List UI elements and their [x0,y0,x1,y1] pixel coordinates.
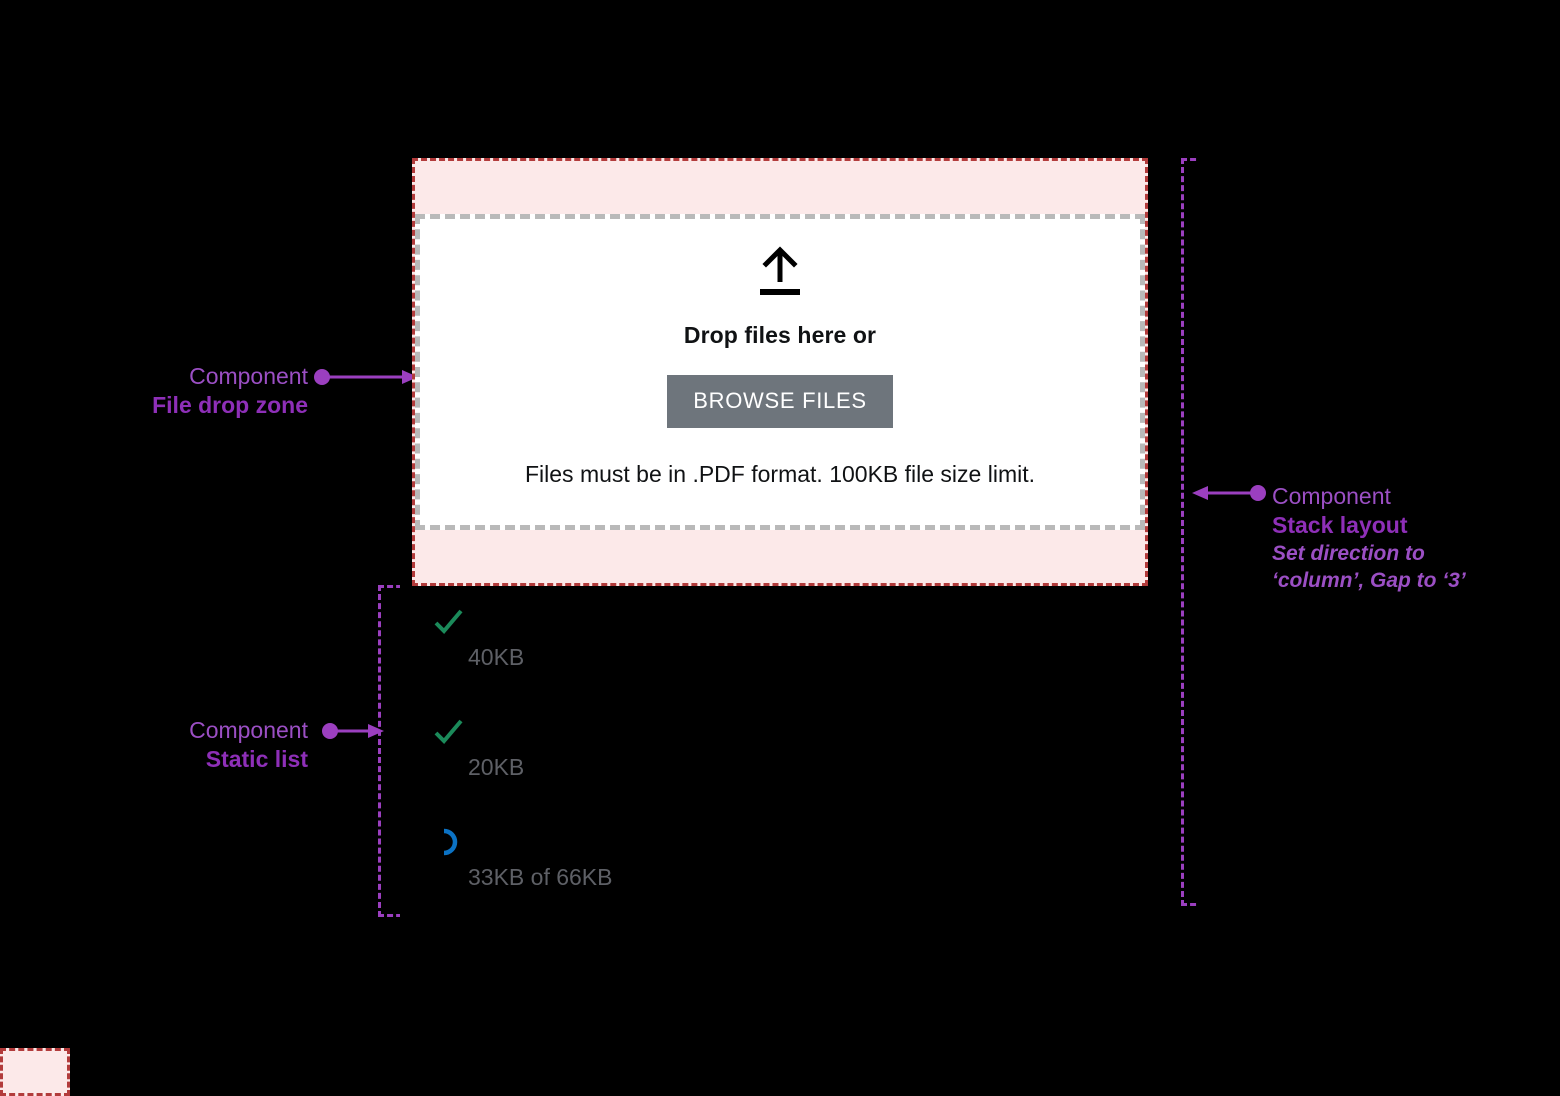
annotation-kicker: Component [189,363,308,389]
annotation-file-drop-zone: Component File drop zone [60,362,308,421]
list-item-file-meta: 40KB [468,644,525,670]
annotation-kicker: Component [189,717,308,743]
annotation-title: File drop zone [152,392,308,419]
list-item-file-meta: 20KB [468,754,525,780]
annotation-note: Set direction to ‘column’, Gap to ‘3’ [1272,541,1466,592]
list-item[interactable]: 40KB [420,600,1120,710]
file-drop-zone-connector-arrow [314,369,418,385]
annotation-title: Stack layout [1272,512,1408,539]
drop-zone-hint: Files must be in .PDF format. 100KB file… [525,461,1035,487]
annotation-title: Static list [205,746,308,773]
browse-files-button[interactable]: BROWSE FILES [667,375,893,428]
annotation-stack-layout: Component Stack layout Set direction to … [1272,482,1522,595]
drop-zone-title: Drop files here or [683,322,877,348]
static-list-connector-arrow [322,723,384,739]
spinner-icon [443,828,458,856]
list-item-file-meta: 33KB of 66KB [468,864,613,890]
annotation-kicker: Component [1272,483,1391,509]
upload-arrow-icon [760,246,800,295]
check-icon [434,719,463,744]
static-list: 40KB 20KB 33KB of 66KB [420,600,1120,930]
stack-layout-container: Drop files here or BROWSE FILES Files mu… [412,158,1148,586]
list-item[interactable]: 33KB of 66KB [420,820,1120,930]
file-drop-zone[interactable]: Drop files here or BROWSE FILES Files mu… [415,214,1145,530]
stack-layout-connector-arrow [1192,485,1266,501]
pink-padding-swatch [0,1048,70,1096]
annotation-static-list: Component Static list [60,716,308,775]
check-icon [434,609,463,634]
list-item[interactable]: 20KB [420,710,1120,820]
